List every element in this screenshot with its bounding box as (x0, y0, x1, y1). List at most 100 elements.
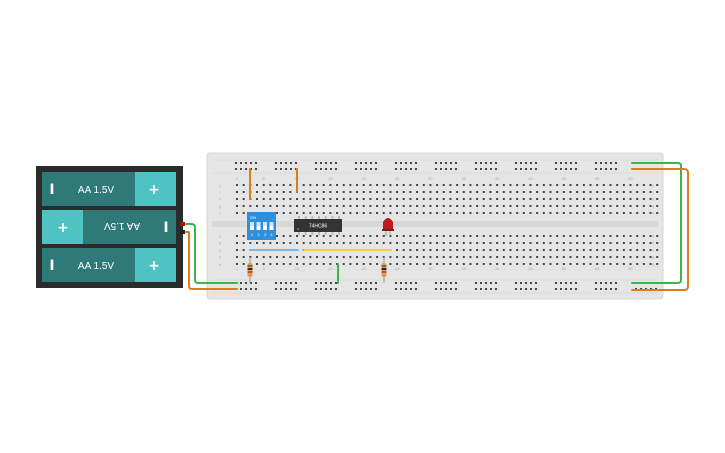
grid-hole[interactable] (442, 198, 445, 200)
grid-hole[interactable] (622, 212, 625, 214)
rail-hole[interactable] (315, 288, 317, 290)
grid-hole[interactable] (336, 235, 339, 237)
grid-hole[interactable] (369, 263, 372, 265)
grid-hole[interactable] (462, 198, 465, 200)
rail-hole[interactable] (600, 162, 602, 164)
rail-hole[interactable] (615, 282, 617, 284)
rail-hole[interactable] (250, 162, 252, 164)
grid-hole[interactable] (636, 256, 639, 258)
grid-hole[interactable] (376, 263, 379, 265)
grid-hole[interactable] (496, 242, 499, 244)
grid-hole[interactable] (456, 242, 459, 244)
grid-hole[interactable] (396, 249, 399, 251)
grid-hole[interactable] (369, 184, 372, 186)
grid-hole[interactable] (616, 235, 619, 237)
grid-hole[interactable] (236, 212, 238, 214)
grid-hole[interactable] (649, 205, 652, 207)
grid-hole[interactable] (256, 256, 259, 258)
grid-hole[interactable] (416, 212, 419, 214)
grid-hole[interactable] (462, 235, 465, 237)
grid-hole[interactable] (656, 184, 659, 186)
grid-hole[interactable] (382, 184, 385, 186)
grid-hole[interactable] (389, 256, 392, 258)
rail-hole[interactable] (570, 288, 572, 290)
grid-hole[interactable] (336, 198, 339, 200)
grid-hole[interactable] (622, 198, 625, 200)
grid-hole[interactable] (316, 191, 319, 193)
rail-hole[interactable] (560, 282, 562, 284)
grid-hole[interactable] (642, 205, 645, 207)
grid-hole[interactable] (542, 198, 545, 200)
grid-hole[interactable] (489, 205, 492, 207)
rail-hole[interactable] (280, 162, 282, 164)
grid-hole[interactable] (569, 242, 572, 244)
grid-hole[interactable] (522, 256, 525, 258)
rail-hole[interactable] (330, 168, 332, 170)
rail-hole[interactable] (375, 288, 377, 290)
rail-hole[interactable] (600, 168, 602, 170)
grid-hole[interactable] (502, 235, 505, 237)
grid-hole[interactable] (609, 212, 612, 214)
grid-hole[interactable] (242, 212, 245, 214)
grid-hole[interactable] (636, 212, 639, 214)
battery-cell[interactable]: I+AA 1.5V (42, 248, 176, 282)
grid-hole[interactable] (502, 191, 505, 193)
grid-hole[interactable] (369, 191, 372, 193)
rail-hole[interactable] (605, 168, 607, 170)
grid-hole[interactable] (562, 191, 565, 193)
rail-hole[interactable] (395, 282, 397, 284)
grid-hole[interactable] (642, 191, 645, 193)
rail-hole[interactable] (410, 288, 412, 290)
grid-hole[interactable] (336, 212, 339, 214)
grid-hole[interactable] (562, 212, 565, 214)
grid-hole[interactable] (649, 242, 652, 244)
rail-hole[interactable] (525, 168, 527, 170)
grid-hole[interactable] (596, 191, 599, 193)
rail-hole[interactable] (525, 288, 527, 290)
grid-hole[interactable] (376, 212, 379, 214)
grid-hole[interactable] (542, 205, 545, 207)
grid-hole[interactable] (429, 263, 432, 265)
grid-hole[interactable] (389, 205, 392, 207)
grid-hole[interactable] (576, 263, 579, 265)
rail-hole[interactable] (610, 282, 612, 284)
grid-hole[interactable] (242, 256, 245, 258)
grid-hole[interactable] (616, 212, 619, 214)
grid-hole[interactable] (496, 256, 499, 258)
rail-hole[interactable] (480, 282, 482, 284)
rail-hole[interactable] (440, 282, 442, 284)
grid-hole[interactable] (622, 242, 625, 244)
grid-hole[interactable] (542, 256, 545, 258)
grid-hole[interactable] (529, 249, 532, 251)
grid-hole[interactable] (316, 205, 319, 207)
grid-hole[interactable] (616, 249, 619, 251)
grid-hole[interactable] (336, 256, 339, 258)
rail-hole[interactable] (360, 168, 362, 170)
grid-hole[interactable] (502, 249, 505, 251)
grid-hole[interactable] (496, 212, 499, 214)
grid-hole[interactable] (309, 198, 312, 200)
grid-hole[interactable] (302, 212, 305, 214)
grid-hole[interactable] (362, 212, 365, 214)
grid-hole[interactable] (356, 205, 359, 207)
grid-hole[interactable] (502, 184, 505, 186)
grid-hole[interactable] (256, 242, 259, 244)
grid-hole[interactable] (256, 263, 259, 265)
grid-hole[interactable] (322, 184, 325, 186)
grid-hole[interactable] (329, 212, 332, 214)
grid-hole[interactable] (616, 256, 619, 258)
grid-hole[interactable] (602, 191, 605, 193)
grid-hole[interactable] (536, 184, 539, 186)
rail-hole[interactable] (555, 168, 557, 170)
grid-hole[interactable] (509, 205, 512, 207)
grid-hole[interactable] (402, 198, 405, 200)
grid-hole[interactable] (649, 263, 652, 265)
grid-hole[interactable] (356, 235, 359, 237)
rail-hole[interactable] (610, 162, 612, 164)
grid-hole[interactable] (609, 242, 612, 244)
grid-hole[interactable] (622, 249, 625, 251)
grid-hole[interactable] (356, 212, 359, 214)
rail-hole[interactable] (475, 288, 477, 290)
grid-hole[interactable] (516, 263, 519, 265)
grid-hole[interactable] (402, 256, 405, 258)
